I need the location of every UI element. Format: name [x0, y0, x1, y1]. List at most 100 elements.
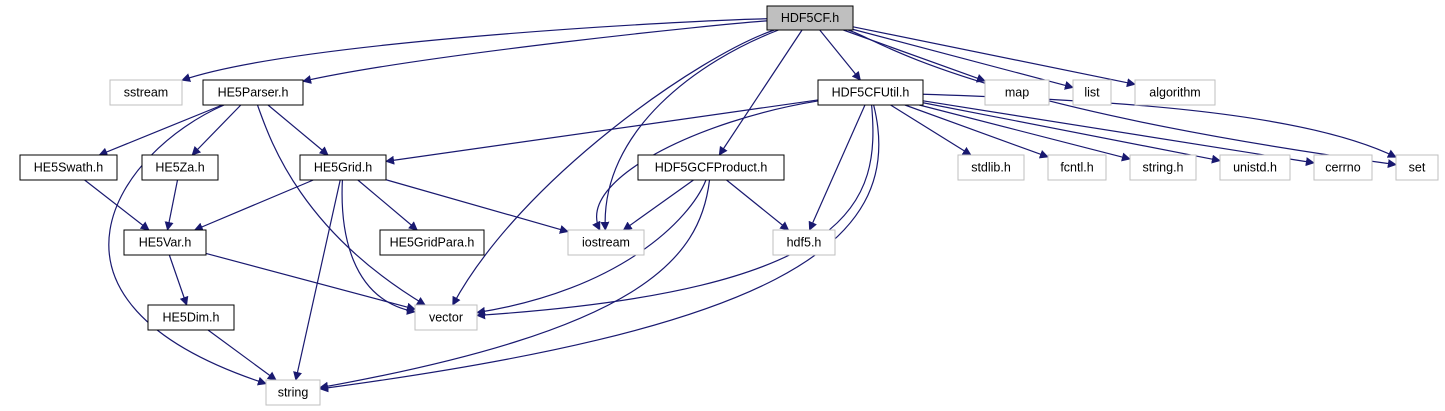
- edge-hdf5cf-list: [852, 28, 1074, 90]
- node-box: [766, 5, 854, 31]
- edge-hdf5cf-set: [848, 29, 1397, 168]
- node-he5grid[interactable]: HE5Grid.h: [299, 154, 387, 181]
- edge-he5var-vector: [205, 252, 416, 312]
- node-string: string: [265, 379, 321, 406]
- edge-hdf5cfutil-hdf5h: [808, 104, 866, 231]
- edge-hdf5gcf-string: [319, 179, 711, 391]
- node-label: cerrno: [1325, 161, 1360, 175]
- edge-layer: [84, 18, 1397, 393]
- node-vector: vector: [414, 304, 478, 331]
- node-box: [147, 304, 235, 331]
- node-unistd: unistd.h: [1219, 154, 1291, 181]
- edge-hdf5cfutil-vector: [476, 104, 874, 320]
- edge-he5parser-he5swath: [98, 104, 223, 157]
- edge-he5parser-he5grid: [267, 104, 329, 156]
- node-box: [299, 154, 387, 181]
- node-label: stdlib.h: [971, 161, 1011, 175]
- node-label: vector: [429, 311, 463, 325]
- node-label: HE5Parser.h: [218, 86, 289, 100]
- node-label: HDF5CFUtil.h: [832, 86, 910, 100]
- node-he5dim[interactable]: HE5Dim.h: [147, 304, 235, 331]
- node-box: [379, 229, 485, 256]
- node-hdf5cf: HDF5CF.h: [766, 5, 854, 31]
- node-map: map: [984, 79, 1050, 106]
- node-box: [817, 79, 924, 106]
- edge-hdf5cfutil-stringh: [919, 104, 1131, 162]
- node-box: [772, 229, 836, 256]
- node-box: [637, 154, 785, 181]
- node-algorithm: algorithm: [1134, 79, 1216, 106]
- node-box: [1219, 154, 1291, 181]
- edge-hdf5cf-hdf5gcf: [718, 29, 803, 156]
- edge-hdf5cfutil-iostream: [592, 100, 819, 231]
- edge-he5grid-string: [293, 179, 341, 381]
- node-label: iostream: [582, 236, 630, 250]
- node-label: set: [1409, 161, 1426, 175]
- node-hdf5h: hdf5.h: [772, 229, 836, 256]
- edge-hdf5cf-hdf5cfutil: [819, 29, 861, 81]
- node-label: HE5Swath.h: [34, 161, 104, 175]
- edge-he5parser-vector: [256, 104, 426, 306]
- node-he5za[interactable]: HE5Za.h: [141, 154, 219, 181]
- edge-he5dim-string: [207, 329, 277, 381]
- node-he5var[interactable]: HE5Var.h: [123, 229, 207, 256]
- node-box: [984, 79, 1050, 106]
- node-box: [1072, 79, 1112, 106]
- edge-he5grid-he5gridpara: [357, 179, 418, 231]
- node-label: HDF5CF.h: [781, 11, 839, 25]
- node-box: [414, 304, 478, 331]
- node-box: [1047, 154, 1107, 181]
- node-label: string: [278, 386, 309, 400]
- node-label: HDF5GCFProduct.h: [655, 161, 768, 175]
- edge-hdf5cfutil-he5grid: [385, 99, 819, 165]
- node-sstream: sstream: [109, 79, 183, 106]
- edge-he5parser-string: [108, 104, 267, 386]
- edge-hdf5cf-map: [843, 29, 986, 83]
- node-iostream: iostream: [567, 229, 645, 256]
- node-box: [265, 379, 321, 406]
- node-layer: HDF5CF.h sstream HE5Parser.h HDF5CFUtil.h ma…: [19, 5, 1439, 406]
- node-he5parser[interactable]: HE5Parser.h: [202, 79, 304, 106]
- edge-he5grid-he5var: [193, 179, 314, 232]
- edge-he5var-he5dim: [168, 254, 189, 306]
- edge-hdf5gcf-hdf5h: [726, 179, 790, 231]
- edge-hdf5gcf-iostream: [622, 179, 694, 231]
- node-label: hdf5.h: [787, 236, 822, 250]
- edge-hdf5cf-iostream: [600, 29, 779, 231]
- node-label: HE5GridPara.h: [390, 236, 475, 250]
- node-label: sstream: [124, 86, 168, 100]
- node-box: [1129, 154, 1197, 181]
- node-label: string.h: [1143, 161, 1184, 175]
- node-box: [1313, 154, 1373, 181]
- node-he5gridpara[interactable]: HE5GridPara.h: [379, 229, 485, 256]
- edge-hdf5cfutil-string: [319, 104, 880, 393]
- edge-he5grid-vector: [341, 179, 416, 315]
- edge-hdf5cfutil-unistd: [922, 102, 1221, 164]
- edge-hdf5cf-algorithm: [852, 26, 1136, 88]
- node-box: [202, 79, 304, 106]
- node-set: set: [1395, 154, 1439, 181]
- node-he5swath[interactable]: HE5Swath.h: [19, 154, 118, 181]
- node-box: [1134, 79, 1216, 106]
- node-cerrno: cerrno: [1313, 154, 1373, 181]
- node-box: [567, 229, 645, 256]
- node-box: [109, 79, 183, 106]
- node-hdf5cfutil[interactable]: HDF5CFUtil.h: [817, 79, 924, 106]
- node-hdf5gcf[interactable]: HDF5GCFProduct.h: [637, 154, 785, 181]
- edge-he5parser-he5za: [191, 104, 242, 156]
- node-box: [957, 154, 1025, 181]
- edge-he5grid-iostream: [385, 179, 569, 234]
- node-box: [141, 154, 219, 181]
- node-box: [1395, 154, 1439, 181]
- node-label: map: [1005, 86, 1029, 100]
- node-label: HE5Za.h: [155, 161, 204, 175]
- edge-he5swath-he5var: [84, 179, 150, 231]
- edge-hdf5cf-sstream: [181, 18, 768, 82]
- node-stringh: string.h: [1129, 154, 1197, 181]
- edge-hdf5cfutil-fcntl: [904, 104, 1049, 159]
- edge-he5za-he5var: [164, 179, 179, 231]
- edge-hdf5cfutil-stdlib: [890, 104, 972, 156]
- node-label: HE5Var.h: [139, 236, 192, 250]
- node-box: [123, 229, 207, 256]
